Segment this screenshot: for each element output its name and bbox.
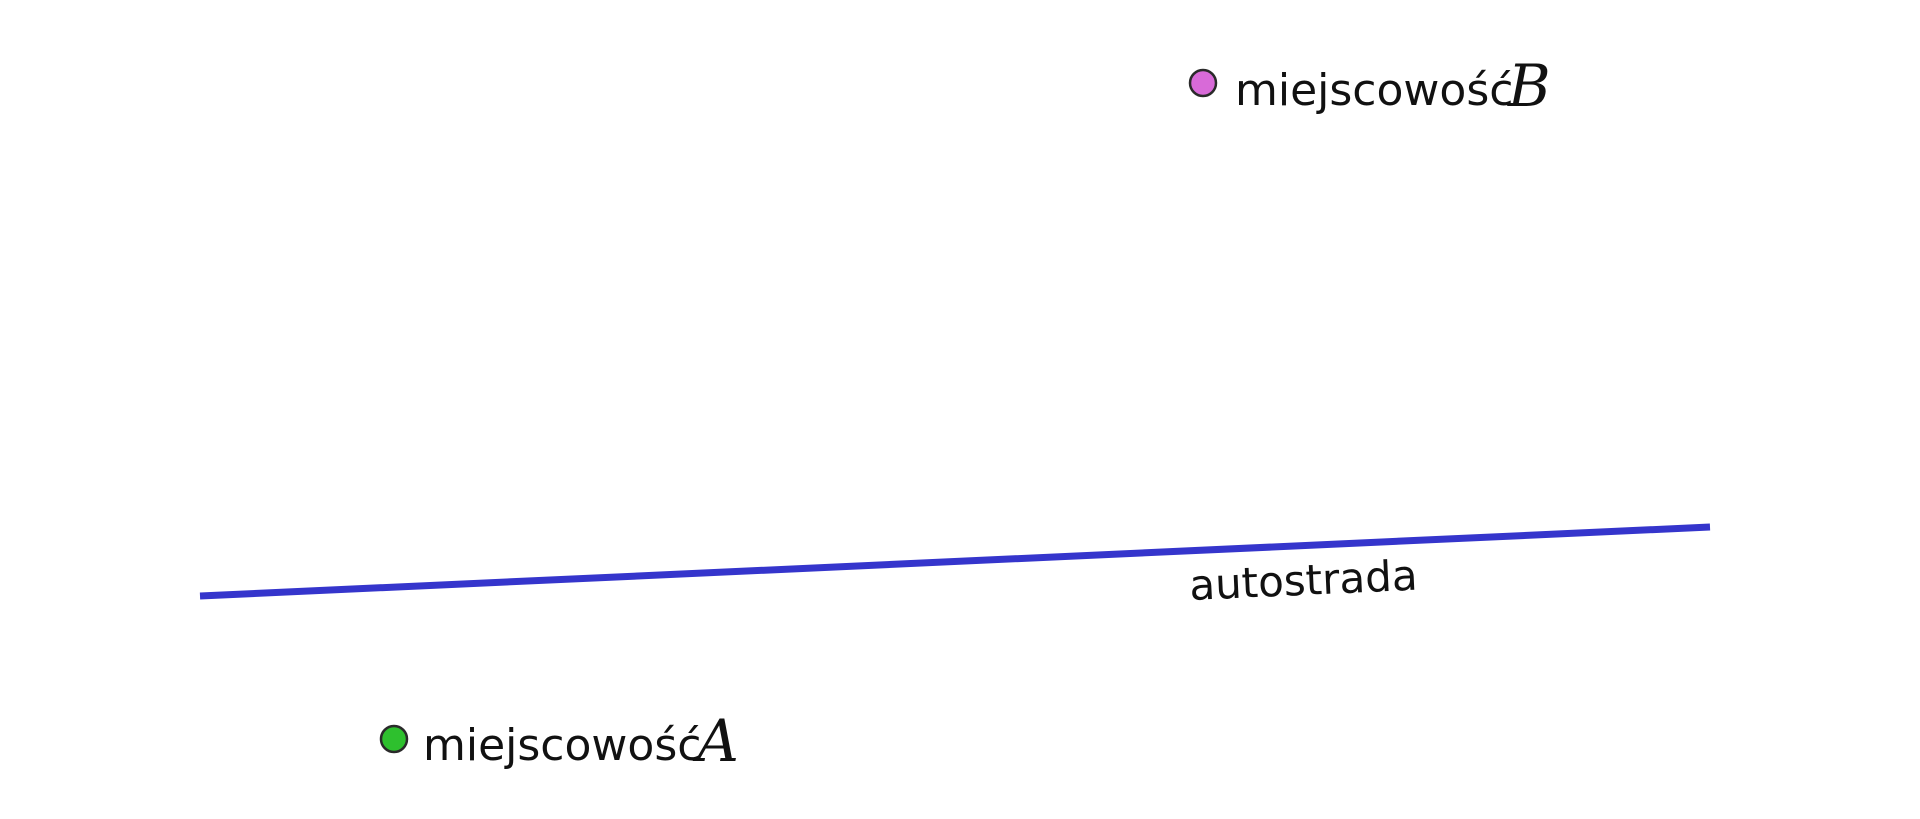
place-a-letter: A <box>692 707 739 775</box>
place-a-label: miejscowość <box>423 720 701 771</box>
highway-line <box>199 523 1711 600</box>
place-a-point <box>379 724 409 754</box>
highway-label: autostrada <box>1188 551 1418 610</box>
place-b-point <box>1188 68 1218 98</box>
place-b-label: miejscowość <box>1235 65 1513 116</box>
place-b-letter: B <box>1507 52 1551 120</box>
